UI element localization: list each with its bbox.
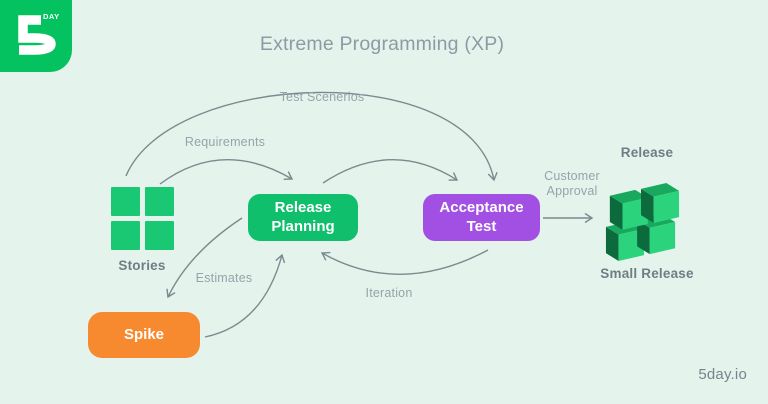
edge-release-planning-to-spike xyxy=(166,217,243,299)
edge-label-test-scenarios: Test Scenerios xyxy=(279,90,365,104)
edge-spike-to-release-planning xyxy=(204,253,286,338)
stories-square xyxy=(145,221,174,250)
node-spike: Spike xyxy=(88,312,200,358)
logo-day-text: DAY xyxy=(43,12,60,21)
logo-5-glyph: DAY xyxy=(18,12,60,55)
small-release-cubes-icon xyxy=(605,183,680,261)
edge-stories-to-release-planning xyxy=(159,158,294,185)
spike-label: Spike xyxy=(123,325,165,343)
release-planning-label: Release Planning xyxy=(271,198,335,235)
node-release-planning: Release Planning xyxy=(248,194,358,241)
brand-logo: DAY xyxy=(0,0,72,72)
edge-release-planning-to-acceptance-test xyxy=(322,159,459,184)
stories-square xyxy=(111,221,140,250)
edge-acceptance-test-to-release-planning xyxy=(320,249,489,275)
release-label: Release xyxy=(620,145,674,160)
stories-label: Stories xyxy=(118,258,166,273)
edge-label-customer-approval: Customer Approval xyxy=(544,169,600,198)
edge-label-requirements: Requirements xyxy=(184,135,266,149)
page-title: Extreme Programming (XP) xyxy=(259,33,505,55)
stories-grid-icon xyxy=(111,187,174,250)
stories-square xyxy=(111,187,140,216)
small-release-label: Small Release xyxy=(600,266,694,281)
node-acceptance-test: Acceptance Test xyxy=(423,194,540,241)
stories-square xyxy=(145,187,174,216)
edge-label-iteration: Iteration xyxy=(365,286,413,300)
edge-stories-to-acceptance-test xyxy=(125,91,498,182)
edge-label-estimates: Estimates xyxy=(195,271,253,285)
acceptance-test-label: Acceptance Test xyxy=(439,198,524,235)
footer-brand-url: 5day.io xyxy=(698,366,747,383)
